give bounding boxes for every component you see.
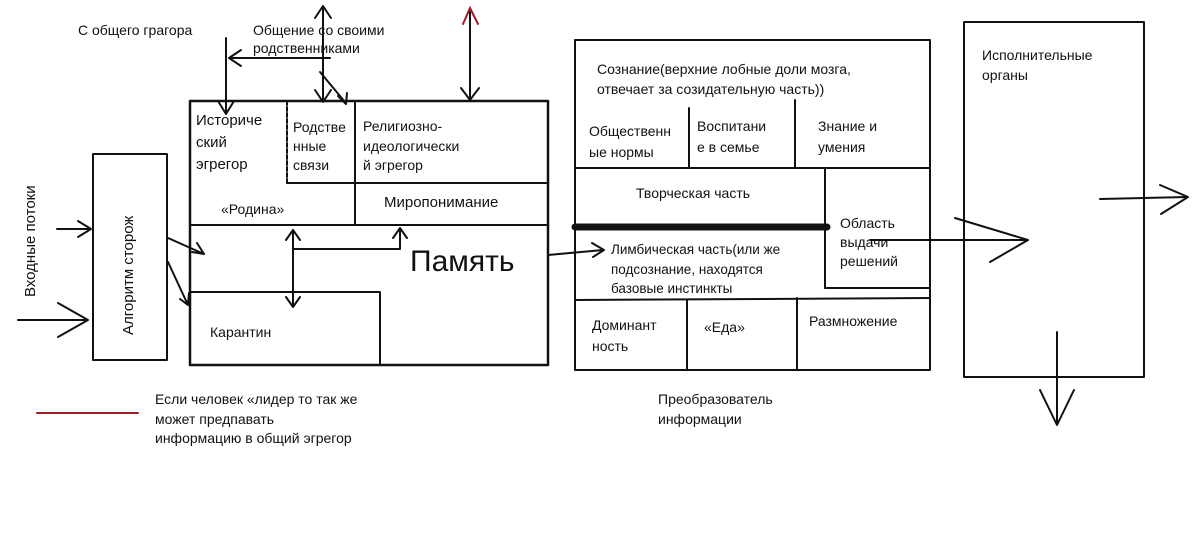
quarantine-box <box>189 291 381 366</box>
leader-vertical-arrow <box>460 11 480 102</box>
leader-note: Если человек «лидер то так же может пред… <box>155 391 358 447</box>
input-flows-label: Входные потоки <box>22 185 39 297</box>
converter-label: Преобразователь информации <box>658 391 773 428</box>
algorithm-to-memory-arrow <box>167 237 205 255</box>
reproduction-label: Размножение <box>809 313 898 329</box>
relatives-connector <box>228 49 331 67</box>
dominance-label: Доминант ность <box>592 317 657 354</box>
from-common-label: С общего грагора <box>78 22 193 38</box>
algorithm-box <box>92 153 168 361</box>
relatives-vertical-arrow <box>314 5 332 103</box>
memory-vertical-arrow <box>285 229 301 308</box>
worldview-label: Миропонимание <box>384 194 499 211</box>
algorithm-label: Алгоритм сторож <box>120 215 137 335</box>
upbringing-label: Воспитани е в семье <box>697 118 767 155</box>
rodina-label: «Родина» <box>221 201 285 217</box>
input-arrow-lower <box>17 302 89 338</box>
limbic-part-label: Лимбическая часть(или же подсознание, на… <box>611 242 781 297</box>
religious-egregor-label: Религиозно- идеологически й эгрегор <box>363 118 460 174</box>
executive-down-arrow <box>1039 331 1075 426</box>
memory-horizontal-connector <box>292 227 408 250</box>
memory-label: Память <box>410 245 515 278</box>
relatives-to-kinship <box>319 71 348 105</box>
consciousness-label: Сознание(верхние лобные доли мозга, отве… <box>597 61 851 98</box>
decision-to-executive-arrow <box>869 217 1029 263</box>
from-common-arrow <box>217 37 235 115</box>
executive-block <box>963 21 1145 378</box>
converter-block <box>574 39 931 371</box>
input-arrow-upper <box>56 220 92 238</box>
executive-right-arrow <box>1099 184 1189 215</box>
knowledge-label: Знание и умения <box>818 118 878 155</box>
quarantine-label: Карантин <box>210 324 272 340</box>
relatives-label: Общение со своими родственниками <box>253 22 385 56</box>
food-label: «Еда» <box>704 319 745 335</box>
algorithm-to-quarantine-arrow <box>167 261 190 306</box>
creative-part-label: Творческая часть <box>636 185 751 201</box>
executive-organs-label: Исполнительные органы <box>982 47 1093 84</box>
historical-egregor-label: Историче ский эгрегор <box>196 112 263 173</box>
social-norms-label: Общественн ые нормы <box>589 123 671 160</box>
leader-arrow-head <box>462 5 479 25</box>
kinship-label: Родстве нные связи <box>293 119 346 173</box>
limbic-bottom <box>574 297 931 301</box>
decision-area-label: Область выдачи решений <box>840 215 898 269</box>
